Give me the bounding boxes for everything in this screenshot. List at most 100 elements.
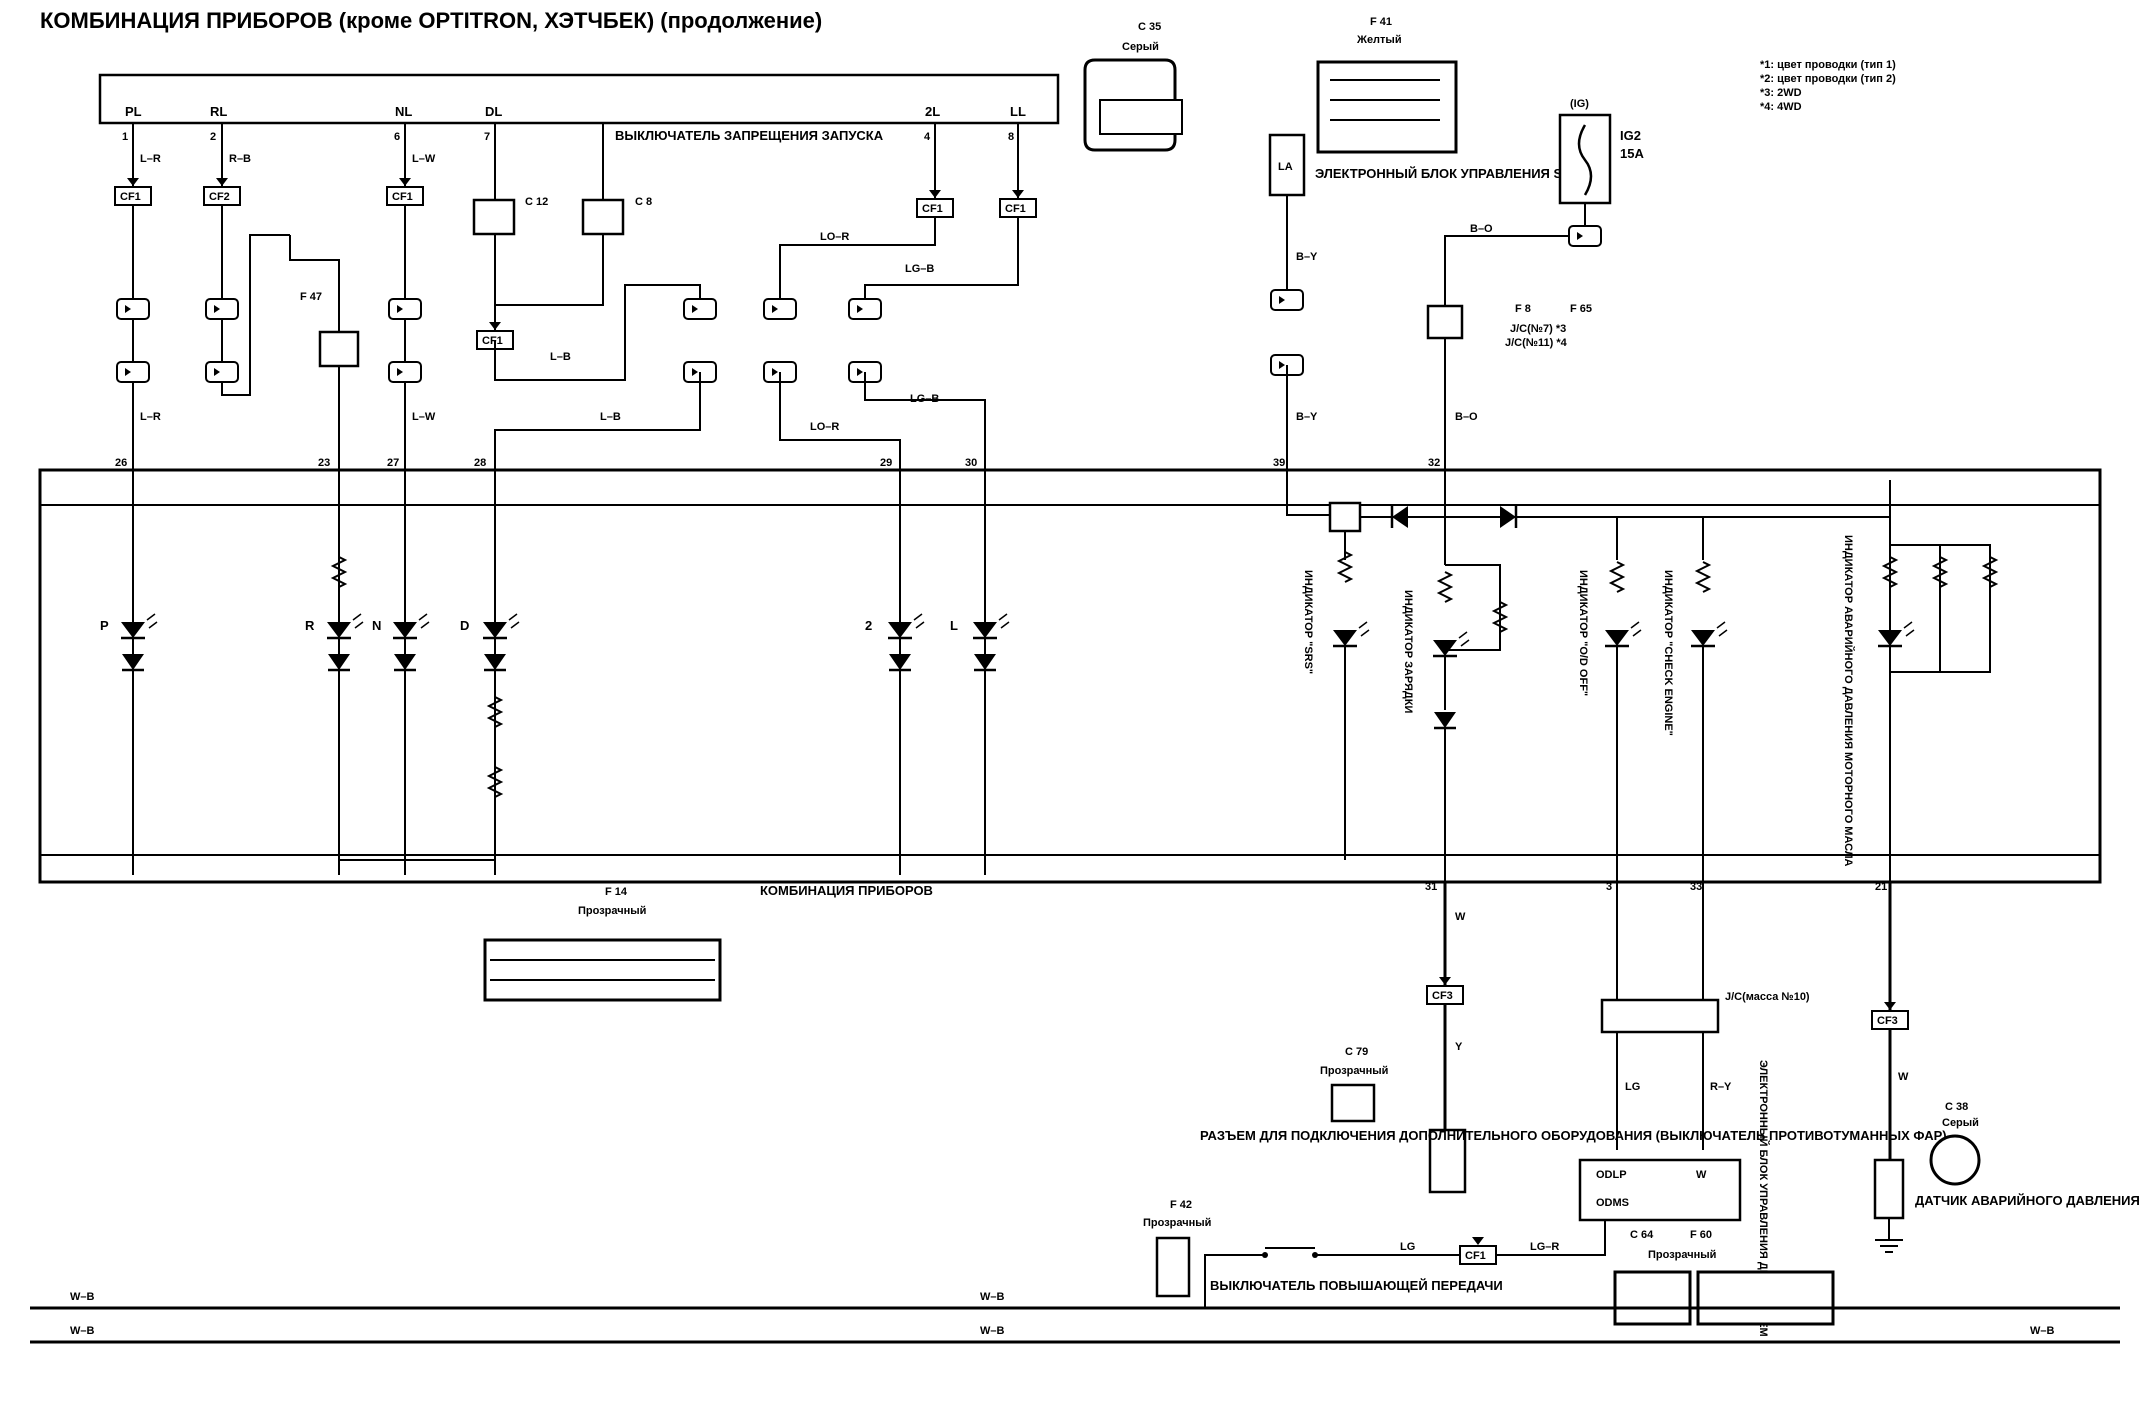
wire-by-2: B–Y bbox=[1296, 411, 1318, 423]
jc-f47-top bbox=[318, 330, 360, 368]
ecu-conn-id2: F 60 bbox=[1690, 1229, 1712, 1241]
ecu-pin-odlp: ODLP bbox=[1596, 1169, 1627, 1181]
wire-w-2: W bbox=[1898, 1071, 1909, 1083]
inhibitor-switch-label: ВЫКЛЮЧАТЕЛЬ ЗАПРЕЩЕНИЯ ЗАПУСКА bbox=[615, 128, 884, 143]
f42-id: F 42 bbox=[1170, 1199, 1192, 1211]
wire-lw-2: L–W bbox=[412, 411, 436, 423]
note-1: *1: цвет проводки (тип 1) bbox=[1760, 59, 1896, 71]
wire-lr-2: L–R bbox=[140, 411, 161, 423]
pin-30: 30 bbox=[965, 457, 977, 469]
pin-nl: NL bbox=[395, 104, 412, 119]
pin-num-nl: 6 bbox=[394, 131, 400, 143]
oil-sensor-box bbox=[1873, 1158, 1905, 1220]
f41-color: Желтый bbox=[1356, 34, 1402, 46]
fuse-label: IG2 bbox=[1620, 128, 1641, 143]
pin-num-dl: 7 bbox=[484, 131, 490, 143]
connector-c35: C 35 Серый bbox=[1083, 21, 1183, 152]
wire-wb-2: W–B bbox=[70, 1325, 95, 1337]
c38-color: Серый bbox=[1942, 1117, 1979, 1129]
c35-color: Серый bbox=[1122, 41, 1159, 53]
ecu-conn-id: C 64 bbox=[1630, 1229, 1654, 1241]
engine-ecu-label: ЭЛЕКТРОННЫЙ БЛОК УПРАВЛЕНИЯ ДВИГАТЕЛЕМ bbox=[1757, 1060, 1770, 1337]
pin-21: 21 bbox=[1875, 881, 1887, 893]
srs-block bbox=[1328, 501, 1362, 533]
lamp-d: D bbox=[460, 618, 469, 633]
jc-f8-box bbox=[1426, 304, 1464, 340]
jc-f65-name: J/C(№11) *4 bbox=[1505, 337, 1568, 349]
wire-bo-2: B–O bbox=[1455, 411, 1478, 423]
jc-f47-id: F 47 bbox=[300, 291, 322, 303]
cf3-a: CF3 bbox=[1432, 990, 1453, 1002]
lamp-p: P bbox=[100, 618, 109, 633]
lower-circuits: W CF3 Y C 79 Прозрачный РАЗЪЕМ ДЛЯ ПОДКЛ… bbox=[30, 882, 2141, 1344]
note-3: *3: 2WD bbox=[1760, 87, 1802, 99]
srs-ecu: LA ЭЛЕКТРОННЫЙ БЛОК УПРАВЛЕНИЯ SRS B–Y B… bbox=[1268, 133, 1581, 516]
fuse-ig2: (IG) IG2 15A B–O bbox=[1444, 98, 1644, 278]
overdrive-label: ВЫКЛЮЧАТЕЛЬ ПОВЫШАЮЩЕЙ ПЕРЕДАЧИ bbox=[1210, 1278, 1503, 1293]
pin-31: 31 bbox=[1425, 881, 1437, 893]
wire-lor-2: LO–R bbox=[810, 421, 839, 433]
jc-c8 bbox=[581, 198, 625, 236]
connector-f41: F 41 Желтый bbox=[1316, 16, 1458, 154]
wire-y: Y bbox=[1455, 1041, 1463, 1053]
switch-wires: 1 CF1 L–R L–R 2 CF2 R–B F 47 6 CF1 L–W L… bbox=[114, 122, 1037, 875]
cf3-b: CF3 bbox=[1877, 1015, 1898, 1027]
pin-23: 23 bbox=[318, 457, 330, 469]
od-off-indicator-label: ИНДИКАТОР "O/D OFF" bbox=[1577, 570, 1589, 696]
wire-rb-1: R–B bbox=[229, 153, 251, 165]
f42-color: Прозрачный bbox=[1143, 1217, 1211, 1229]
ecu-conn-color: Прозрачный bbox=[1648, 1249, 1716, 1261]
ecu-pin-w: W bbox=[1696, 1169, 1707, 1181]
c38-id: C 38 bbox=[1945, 1101, 1968, 1113]
srs-indicator-label: ИНДИКАТОР "SRS" bbox=[1302, 570, 1314, 674]
pin-28: 28 bbox=[474, 457, 486, 469]
lamp-n: N bbox=[372, 618, 381, 633]
ecu-pin-odms: ODMS bbox=[1596, 1197, 1629, 1209]
cf1-c: CF1 bbox=[482, 335, 503, 347]
wire-lor-1: LO–R bbox=[820, 231, 849, 243]
pin-rl: RL bbox=[210, 104, 227, 119]
wire-lg-2: LG bbox=[1400, 1241, 1415, 1253]
cluster-label: КОМБИНАЦИЯ ПРИБОРОВ bbox=[760, 883, 933, 898]
wire-lgr: LG–R bbox=[1530, 1241, 1559, 1253]
pin-32: 32 bbox=[1428, 457, 1440, 469]
wire-lw-1: L–W bbox=[412, 153, 436, 165]
fuse-rating: 15A bbox=[1620, 146, 1644, 161]
note-2: *2: цвет проводки (тип 2) bbox=[1760, 73, 1896, 85]
check-engine-indicator-label: ИНДИКАТОР "CHECK ENGINE" bbox=[1662, 570, 1674, 736]
lamp-l: L bbox=[950, 618, 958, 633]
accessory-connector bbox=[1428, 1128, 1467, 1194]
c35-id: C 35 bbox=[1138, 21, 1161, 33]
f41-id: F 41 bbox=[1370, 16, 1392, 28]
combination-meter: КОМБИНАЦИЯ ПРИБОРОВ 26 23 27 28 29 30 39… bbox=[38, 457, 2102, 898]
pin-num-pl: 1 bbox=[122, 131, 128, 143]
wire-bo-1: B–O bbox=[1470, 223, 1493, 235]
pin-39: 39 bbox=[1273, 457, 1285, 469]
jc-c12 bbox=[472, 198, 516, 236]
f14-id: F 14 bbox=[605, 886, 628, 898]
pin-dl: DL bbox=[485, 104, 502, 119]
pin-num-ll: 8 bbox=[1008, 131, 1014, 143]
pin-num-rl: 2 bbox=[210, 131, 216, 143]
pin-pl: PL bbox=[125, 104, 142, 119]
fuse-name: (IG) bbox=[1570, 98, 1589, 110]
jc-f8-f65: F 8 F 65 J/C(№7) *3 J/C(№11) *4 B–O bbox=[1426, 278, 1592, 470]
pin-2l: 2L bbox=[925, 104, 940, 119]
wire-wb-5: W–B bbox=[2030, 1325, 2055, 1337]
pin-29: 29 bbox=[880, 457, 892, 469]
c79-id: C 79 bbox=[1345, 1046, 1368, 1058]
pin-ll: LL bbox=[1010, 104, 1026, 119]
oil-indicator-label: ИНДИКАТОР АВАРИЙНОГО ДАВЛЕНИЯ МОТОРНОГО … bbox=[1842, 535, 1855, 867]
pin-num-2l: 4 bbox=[924, 131, 931, 143]
pin-3: 3 bbox=[1606, 881, 1612, 893]
jc-c8-id: C 8 bbox=[635, 196, 652, 208]
f14-color: Прозрачный bbox=[578, 905, 646, 917]
lamp-2: 2 bbox=[865, 618, 872, 633]
engine-ecu-box bbox=[1578, 1158, 1742, 1222]
wire-by-1: B–Y bbox=[1296, 251, 1318, 263]
wire-wb-4: W–B bbox=[980, 1325, 1005, 1337]
cf1-b: CF1 bbox=[392, 191, 413, 203]
cf1-d: CF1 bbox=[922, 203, 943, 215]
accessory-label: РАЗЪЕМ ДЛЯ ПОДКЛЮЧЕНИЯ ДОПОЛНИТЕЛЬНОГО О… bbox=[1200, 1128, 1947, 1143]
